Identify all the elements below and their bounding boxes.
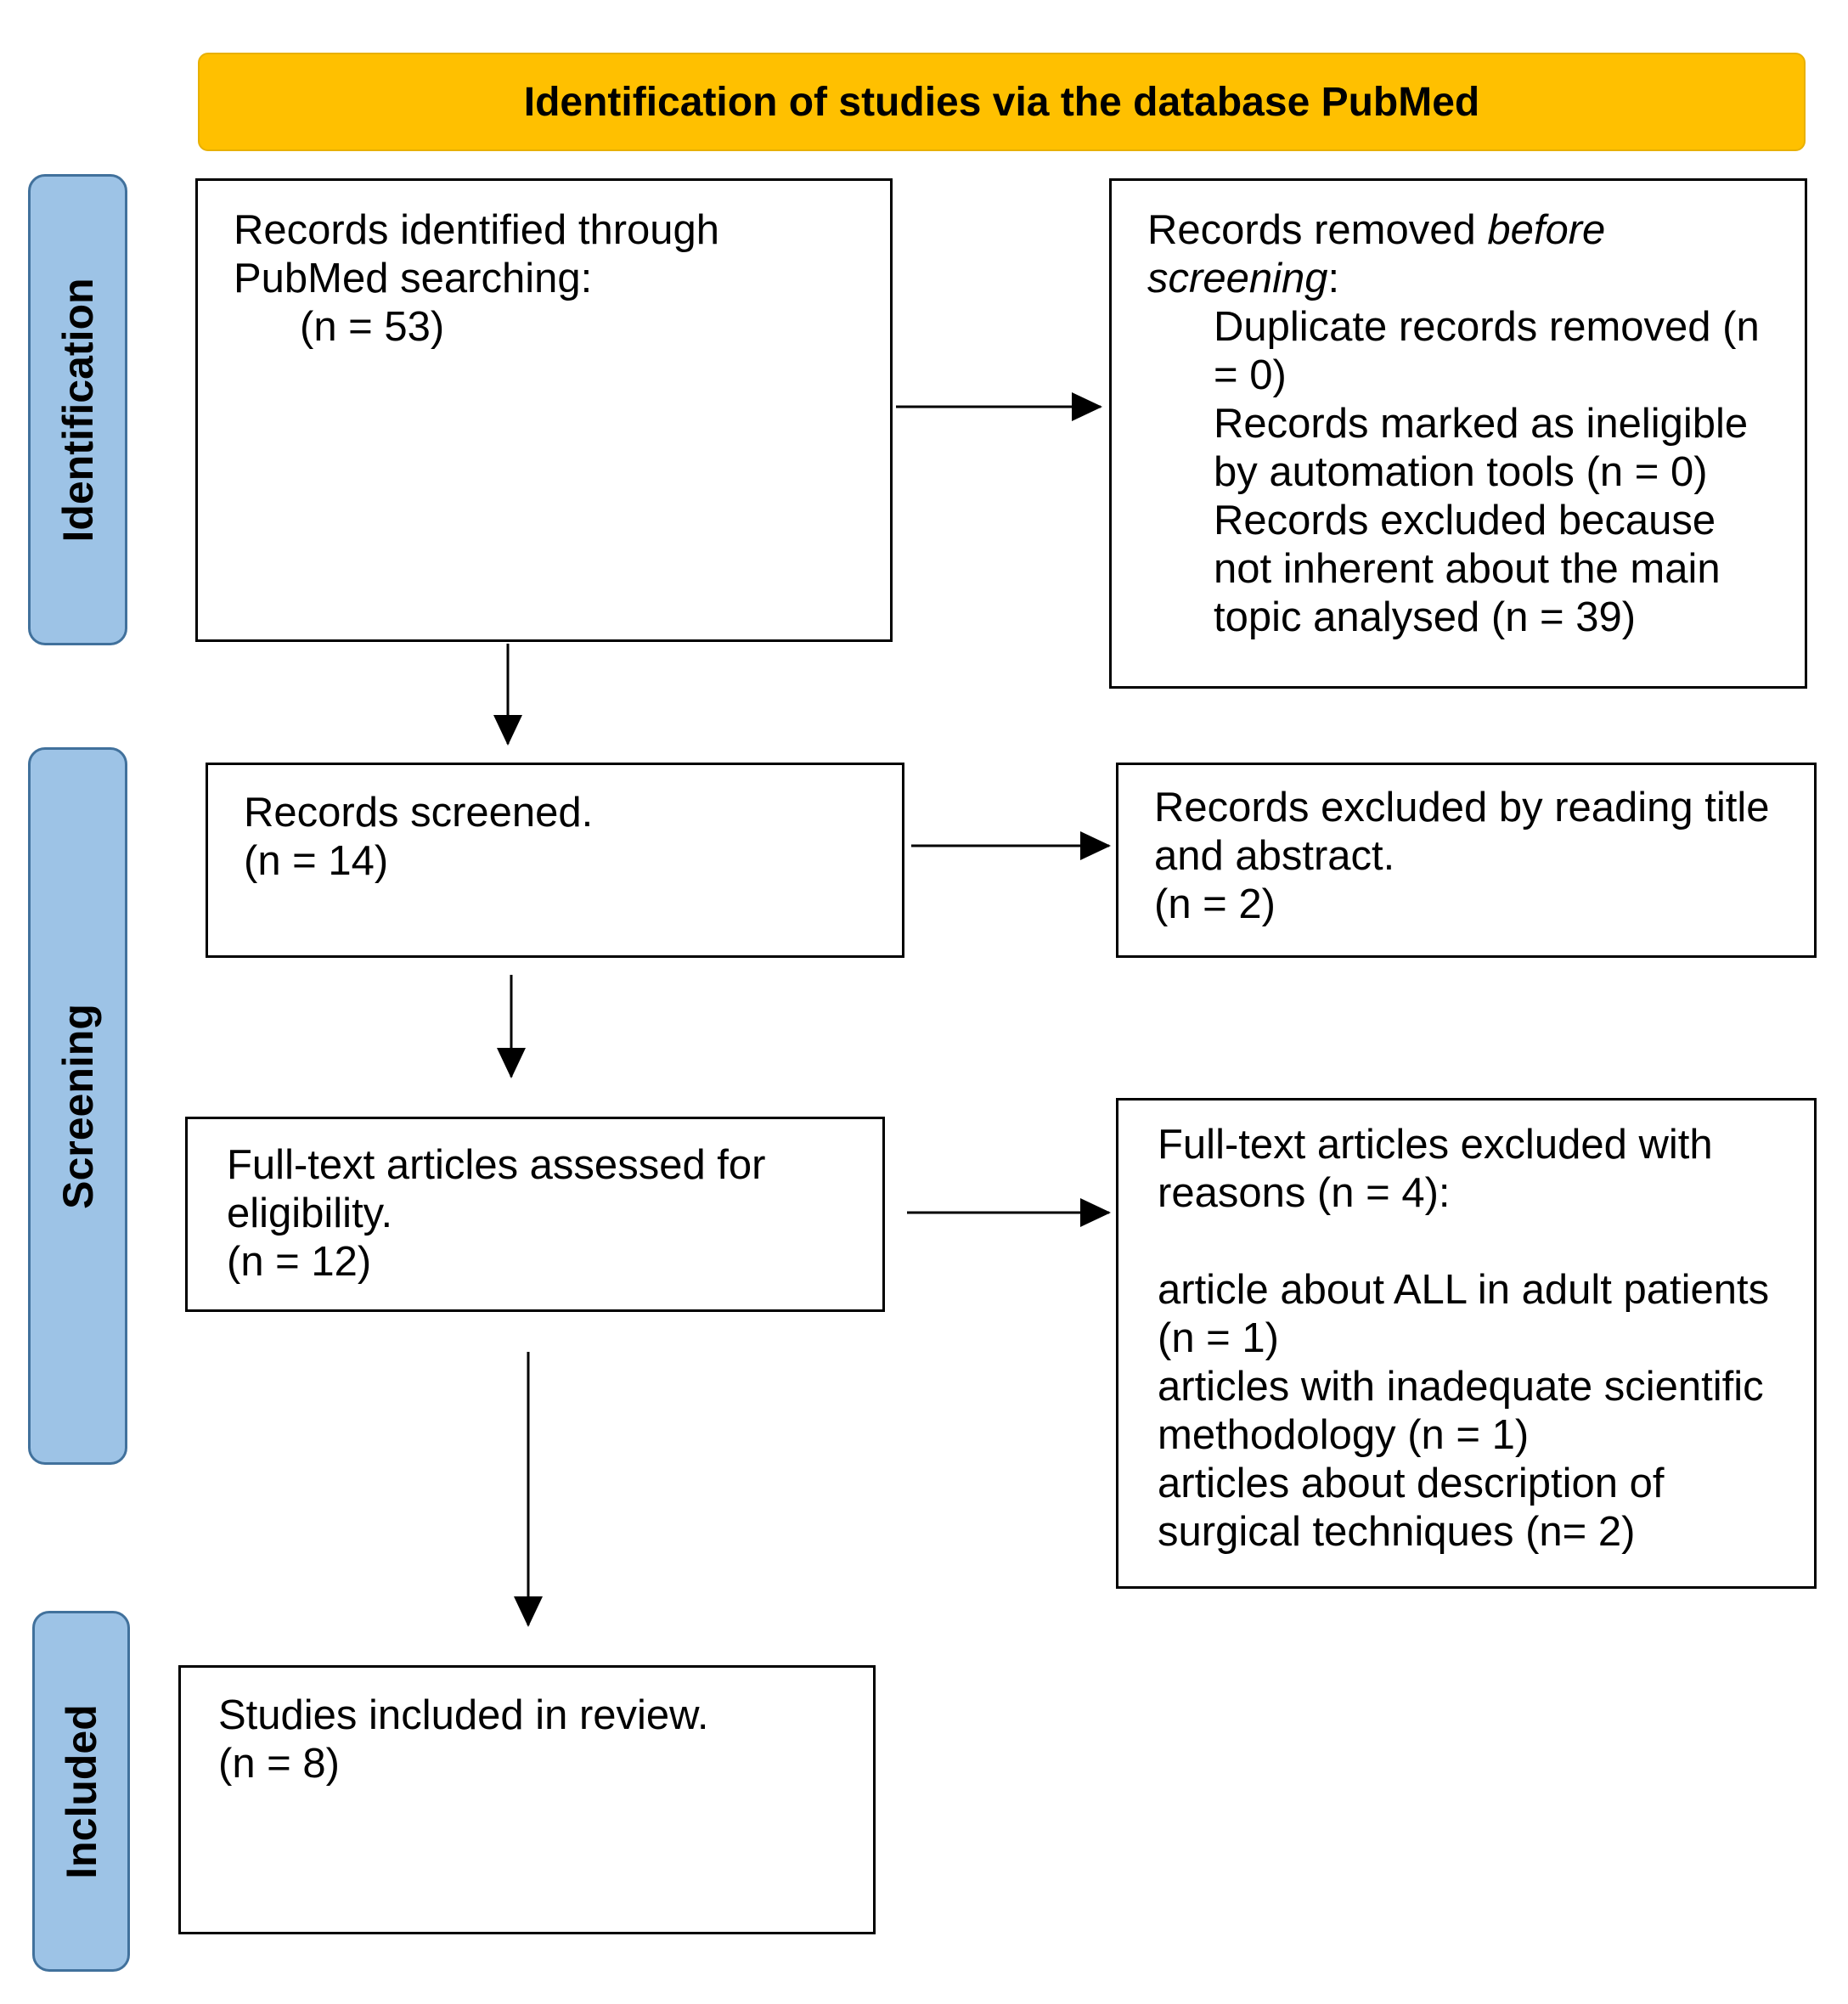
records-removed-heading: Records removed before screening: bbox=[1147, 206, 1779, 303]
header-title: Identification of studies via the databa… bbox=[523, 79, 1480, 125]
records-screened-box: Records screened. (n = 14) bbox=[206, 763, 904, 958]
records-removed-box: Records removed before screening: Duplic… bbox=[1109, 178, 1807, 689]
stage-included: Included bbox=[32, 1611, 130, 1972]
studies-included-box: Studies included in review. (n = 8) bbox=[178, 1665, 876, 1934]
removed-item-automation: Records marked as ineligible by automati… bbox=[1214, 401, 1749, 495]
fulltext-assessed-count: (n = 12) bbox=[227, 1239, 372, 1285]
fulltext-excluded-box: Full-text articles excluded with reasons… bbox=[1116, 1098, 1817, 1589]
arrowhead-identified-to-screened bbox=[493, 715, 522, 746]
records-excluded-title-count: (n = 2) bbox=[1154, 881, 1276, 927]
arrowhead-assessed-to-excluded bbox=[1080, 1198, 1111, 1227]
exclusion-reason-methodology: articles with inadequate scientific meth… bbox=[1158, 1364, 1764, 1458]
arrowhead-screened-to-excluded bbox=[1080, 831, 1111, 860]
records-removed-emphasis: before screening bbox=[1147, 207, 1606, 301]
studies-included-count: (n = 8) bbox=[218, 1741, 340, 1787]
records-identified-box: Records identified through PubMed search… bbox=[195, 178, 893, 642]
fulltext-assessed-box: Full-text articles assessed for eligibil… bbox=[185, 1117, 885, 1312]
header-banner: Identification of studies via the databa… bbox=[198, 53, 1806, 151]
records-identified-line2: PubMed searching: bbox=[234, 256, 593, 301]
records-identified-line1: Records identified through bbox=[234, 207, 720, 253]
studies-included-line1: Studies included in review. bbox=[218, 1692, 709, 1738]
removed-item-not-inherent: Records excluded because not inherent ab… bbox=[1214, 498, 1721, 640]
records-identified-count: (n = 53) bbox=[300, 304, 445, 350]
removed-item-duplicates: Duplicate records removed (n = 0) bbox=[1214, 304, 1760, 398]
arrowhead-identified-to-removed bbox=[1072, 392, 1102, 421]
records-excluded-title-box: Records excluded by reading title and ab… bbox=[1116, 763, 1817, 958]
stage-identification: Identification bbox=[28, 174, 127, 645]
stage-screening: Screening bbox=[28, 747, 127, 1465]
records-removed-suffix: : bbox=[1327, 256, 1340, 301]
exclusion-reason-surgical: articles about description of surgical t… bbox=[1158, 1461, 1665, 1555]
arrowhead-assessed-to-included bbox=[514, 1596, 543, 1627]
records-removed-prefix: Records removed bbox=[1147, 207, 1488, 253]
records-screened-count: (n = 14) bbox=[244, 838, 389, 884]
records-screened-line1: Records screened. bbox=[244, 790, 594, 836]
records-excluded-title-line1: Records excluded by reading title and ab… bbox=[1154, 785, 1770, 879]
fulltext-excluded-heading: Full-text articles excluded with reasons… bbox=[1158, 1122, 1713, 1216]
fulltext-assessed-line1: Full-text articles assessed for eligibil… bbox=[227, 1142, 766, 1236]
exclusion-reason-adult: article about ALL in adult patients (n =… bbox=[1158, 1267, 1770, 1361]
arrowhead-screened-to-assessed bbox=[497, 1048, 526, 1078]
